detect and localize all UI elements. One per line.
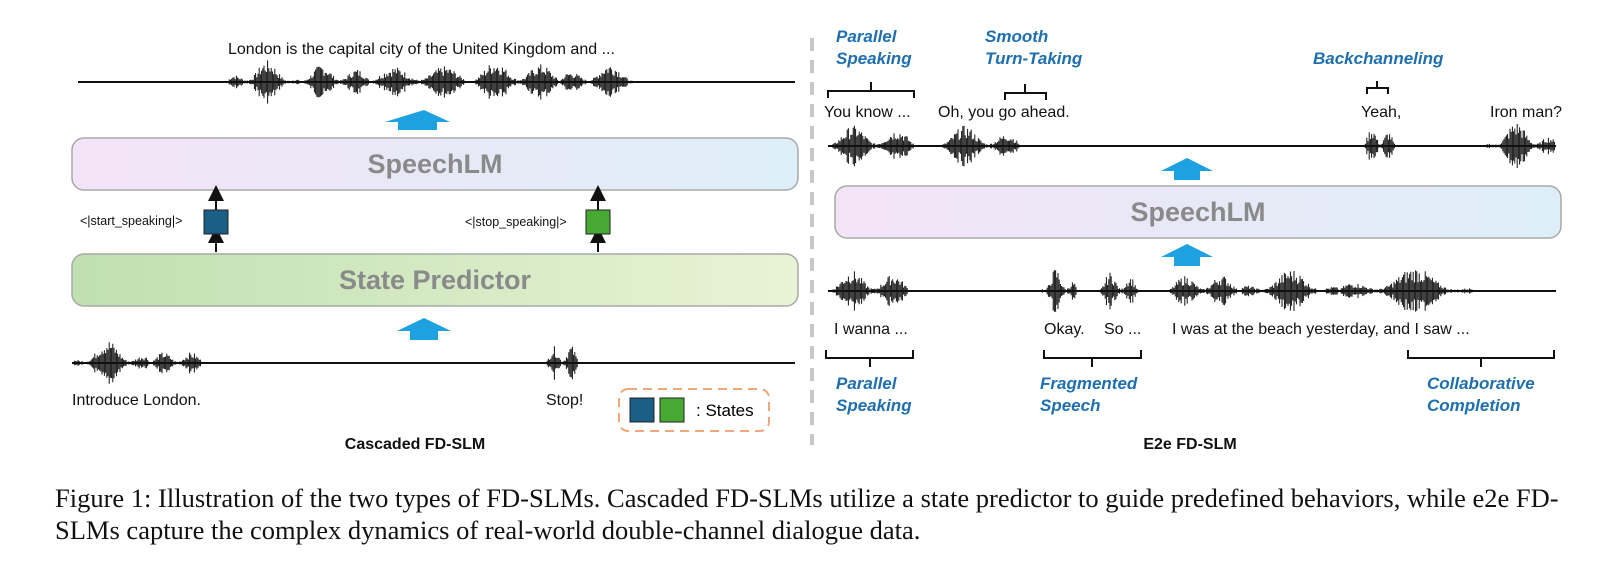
states-legend xyxy=(618,388,770,432)
annotation-backchannel: Backchanneling xyxy=(1313,49,1444,68)
waveform-segment xyxy=(934,125,1020,167)
bracket-backchannel xyxy=(1366,81,1389,94)
e2e-top-waveform xyxy=(828,124,1557,168)
input-waveform xyxy=(72,342,581,384)
waveform-segment xyxy=(470,64,560,100)
bracket-parallel-top xyxy=(827,82,915,98)
annotation-collaborative-2: Completion xyxy=(1427,396,1521,415)
waveform-segment xyxy=(1362,132,1395,160)
waveform-segment xyxy=(1240,271,1341,311)
output-transcript: London is the capital city of the United… xyxy=(228,41,615,58)
up-arrow-icon xyxy=(397,318,451,340)
bracket-collaborative xyxy=(1407,350,1555,367)
state-predictor-box xyxy=(71,253,799,307)
up-arrow-icon xyxy=(1161,158,1213,180)
waveform-segment xyxy=(370,66,471,98)
top-transcript-4: Iron man? xyxy=(1490,104,1562,121)
figure-caption: Figure 1: Illustration of the two types … xyxy=(55,483,1559,545)
waveform-segment xyxy=(1168,276,1240,306)
legend-start-swatch xyxy=(629,397,655,423)
speechlm-box-e2e xyxy=(834,185,1562,239)
waveform-segment xyxy=(1098,272,1139,310)
annotation-parallel-top-1: Parallel xyxy=(836,27,898,46)
stop-speaking-token: <|stop_speaking|> xyxy=(465,215,567,229)
waveform-segment xyxy=(546,346,581,380)
stop-state-square xyxy=(585,209,611,235)
waveform-segment xyxy=(1040,270,1077,312)
input-transcript-2: Stop! xyxy=(546,392,583,409)
e2e-panel-title: E2e FD-SLM xyxy=(1143,436,1236,453)
input-transcript-1: Introduce London. xyxy=(72,392,201,409)
bottom-transcript-4: I was at the beach yesterday, and I saw … xyxy=(1172,321,1470,338)
annotation-parallel-bottom-2: Speaking xyxy=(836,396,912,415)
speechlm-label-cascaded: SpeechLM xyxy=(367,149,502,179)
top-transcript-3: Yeah, xyxy=(1361,104,1401,121)
waveform-segment xyxy=(150,352,205,374)
speechlm-box-cascaded xyxy=(71,137,799,191)
waveform-segment xyxy=(1486,124,1557,168)
bottom-transcript-1: I wanna ... xyxy=(834,321,908,338)
top-transcript-2: Oh, you go ahead. xyxy=(938,104,1070,121)
cascaded-panel-title: Cascaded FD-SLM xyxy=(345,436,485,453)
annotation-smooth-1: Smooth xyxy=(985,27,1048,46)
annotation-smooth-2: Turn-Taking xyxy=(985,49,1083,68)
legend-label: : States xyxy=(696,401,754,420)
waveform-segment xyxy=(300,66,371,98)
start-state-square xyxy=(203,209,229,235)
waveform-segment xyxy=(1340,270,1475,312)
annotation-parallel-top-2: Speaking xyxy=(836,49,912,68)
bracket-fragmented xyxy=(1043,350,1142,367)
waveform-segment xyxy=(828,271,911,311)
start-speaking-token: <|start_speaking|> xyxy=(80,214,182,228)
waveform-segment xyxy=(828,125,915,167)
legend-stop-swatch xyxy=(659,397,685,423)
bracket-parallel-bottom xyxy=(825,350,914,367)
speechlm-label-e2e: SpeechLM xyxy=(1130,197,1265,227)
annotation-collaborative-1: Collaborative xyxy=(1427,374,1535,393)
figure-diagram: London is the capital city of the United… xyxy=(71,27,1562,453)
annotation-fragmented-2: Speech xyxy=(1040,396,1100,415)
bottom-transcript-3: So ... xyxy=(1104,321,1141,338)
annotation-parallel-bottom-1: Parallel xyxy=(836,374,898,393)
annotation-fragmented-1: Fragmented xyxy=(1040,374,1138,393)
up-arrow-icon xyxy=(385,110,450,130)
state-predictor-label: State Predictor xyxy=(339,265,532,295)
top-transcript-1: You know ... xyxy=(824,104,911,121)
bottom-transcript-2: Okay. xyxy=(1044,321,1085,338)
up-arrow-icon xyxy=(1161,244,1213,266)
output-waveform xyxy=(228,60,640,104)
waveform-segment xyxy=(560,67,640,97)
waveform-segment xyxy=(72,342,150,384)
waveform-segment xyxy=(228,60,300,104)
bracket-smooth xyxy=(1004,84,1047,100)
e2e-bottom-waveform xyxy=(828,270,1475,312)
